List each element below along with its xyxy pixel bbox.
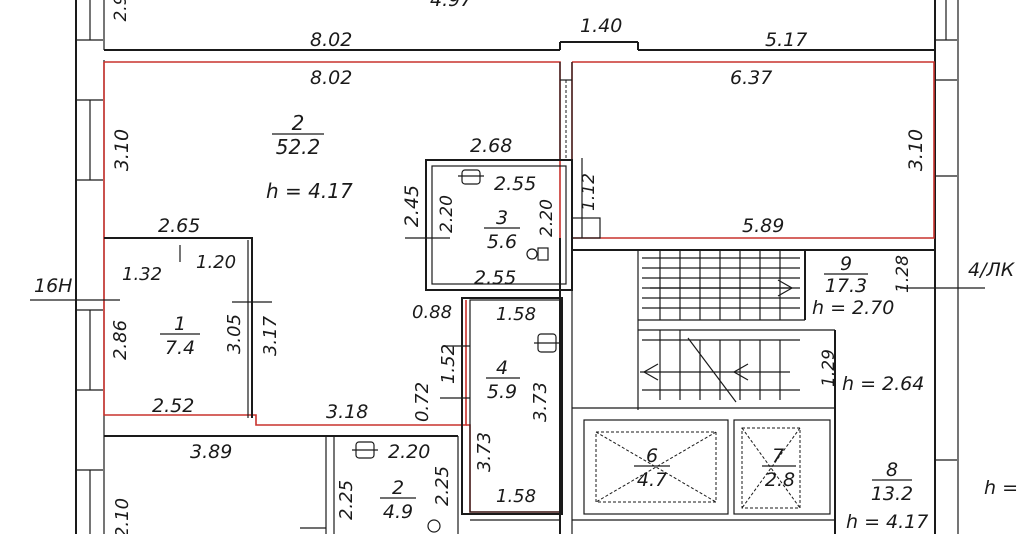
stairs-lower	[640, 330, 800, 403]
room-4-number: 4	[496, 357, 508, 379]
room-6-area: 4.7	[637, 469, 667, 491]
room-2b-dim-right: 2.25	[432, 466, 453, 506]
room-9-marker: 4/ЛК	[968, 259, 1016, 281]
room-9-number: 9	[840, 253, 852, 275]
corridor-dim-3-18: 3.18	[326, 401, 368, 423]
room-1-area: 7.4	[165, 337, 195, 359]
walls	[75, 0, 959, 534]
room-2-dim-2-68: 2.68	[470, 135, 512, 157]
room-1-number: 1	[174, 313, 186, 335]
corridor-dim-1-52: 1.52	[438, 344, 459, 384]
room-3-number: 3	[496, 207, 508, 229]
room-2b-area: 4.9	[383, 501, 413, 523]
room-2-area: 52.2	[276, 135, 321, 159]
room-4-dim-top: 1.58	[496, 304, 536, 325]
shaft-7	[733, 419, 831, 515]
room-2b-number: 2	[392, 477, 404, 499]
bottom-dim-2-10: 2.10	[112, 498, 133, 534]
room-1-dim-1-32: 1.32	[122, 264, 162, 285]
room-1-marker: 16H	[34, 275, 72, 297]
dim-top-4-97: 4.97	[430, 0, 472, 11]
plumbing-fixtures	[352, 169, 560, 533]
right-room-dim-1-12: 1.12	[579, 173, 599, 211]
room-1-dim-3-17: 3.17	[260, 315, 281, 356]
stairs-height: h = 2.64	[842, 373, 924, 395]
room-8-area: 13.2	[871, 483, 913, 505]
right-room-dim-6-37: 6.37	[730, 67, 772, 89]
dim-top-8-02: 8.02	[310, 29, 352, 51]
stairs-dim-1-29: 1.29	[819, 349, 839, 387]
room-1-dim-1-20: 1.20	[196, 252, 236, 273]
room-4-dim-right: 3.73	[530, 382, 551, 422]
interior-walls	[104, 62, 935, 534]
room-2b-dim-2-20: 2.20	[388, 441, 430, 463]
room-3-area: 5.6	[487, 231, 517, 253]
room-1-dim-2-52: 2.52	[152, 395, 194, 417]
room-2-dim-left: 3.10	[111, 129, 133, 171]
room-3-dim-bottom: 2.55	[474, 267, 516, 289]
corridor-dim-0-88: 0.88	[412, 302, 452, 323]
shaft-6	[583, 419, 729, 515]
room-2-dim-top: 8.02	[310, 67, 352, 89]
room-8-edge-height: h =	[984, 477, 1018, 499]
labels: 2.9 4.97 8.02 1.40 5.17 8.02 3.10 2 52.2…	[34, 0, 1018, 534]
room-2-height: h = 4.17	[266, 179, 353, 203]
dim-top-5-17: 5.17	[765, 29, 807, 51]
room-9-height: h = 2.70	[812, 297, 894, 319]
room-2-dim-2-45: 2.45	[401, 185, 423, 227]
room-3-dim-right: 2.20	[537, 199, 557, 237]
room-7-area: 2.8	[765, 469, 795, 491]
room-7-number: 7	[772, 445, 784, 467]
room-4-dim-left: 3.73	[474, 432, 495, 472]
room-4-area: 5.9	[487, 381, 517, 403]
room-2-number: 2	[292, 111, 305, 135]
dimension-lines	[30, 158, 985, 399]
right-room-dim-5-89: 5.89	[742, 215, 784, 237]
room-8-height: h = 4.17	[846, 511, 928, 533]
room-4-dim-bottom: 1.58	[496, 486, 536, 507]
room-2b-dim-left: 2.25	[336, 480, 357, 520]
room-9-dim-1-28: 1.28	[893, 255, 913, 293]
room-1-dim-3-05: 3.05	[224, 314, 245, 354]
room-6-number: 6	[646, 445, 658, 467]
room-2-dim-2-65: 2.65	[158, 215, 200, 237]
room-9-area: 17.3	[825, 275, 867, 297]
dim-top-1-40: 1.40	[580, 15, 622, 37]
bottom-dim-3-89: 3.89	[190, 441, 232, 463]
room-8-number: 8	[886, 459, 898, 481]
right-room-dim-3-10: 3.10	[905, 129, 927, 171]
dim-top-2-9: 2.9	[111, 0, 131, 22]
room-3-dim-top: 2.55	[494, 173, 536, 195]
corridor-dim-0-72: 0.72	[412, 382, 433, 422]
room-3-dim-left: 2.20	[437, 195, 457, 233]
stairs-upper	[642, 250, 800, 320]
room-1-dim-2-86: 2.86	[110, 320, 131, 360]
